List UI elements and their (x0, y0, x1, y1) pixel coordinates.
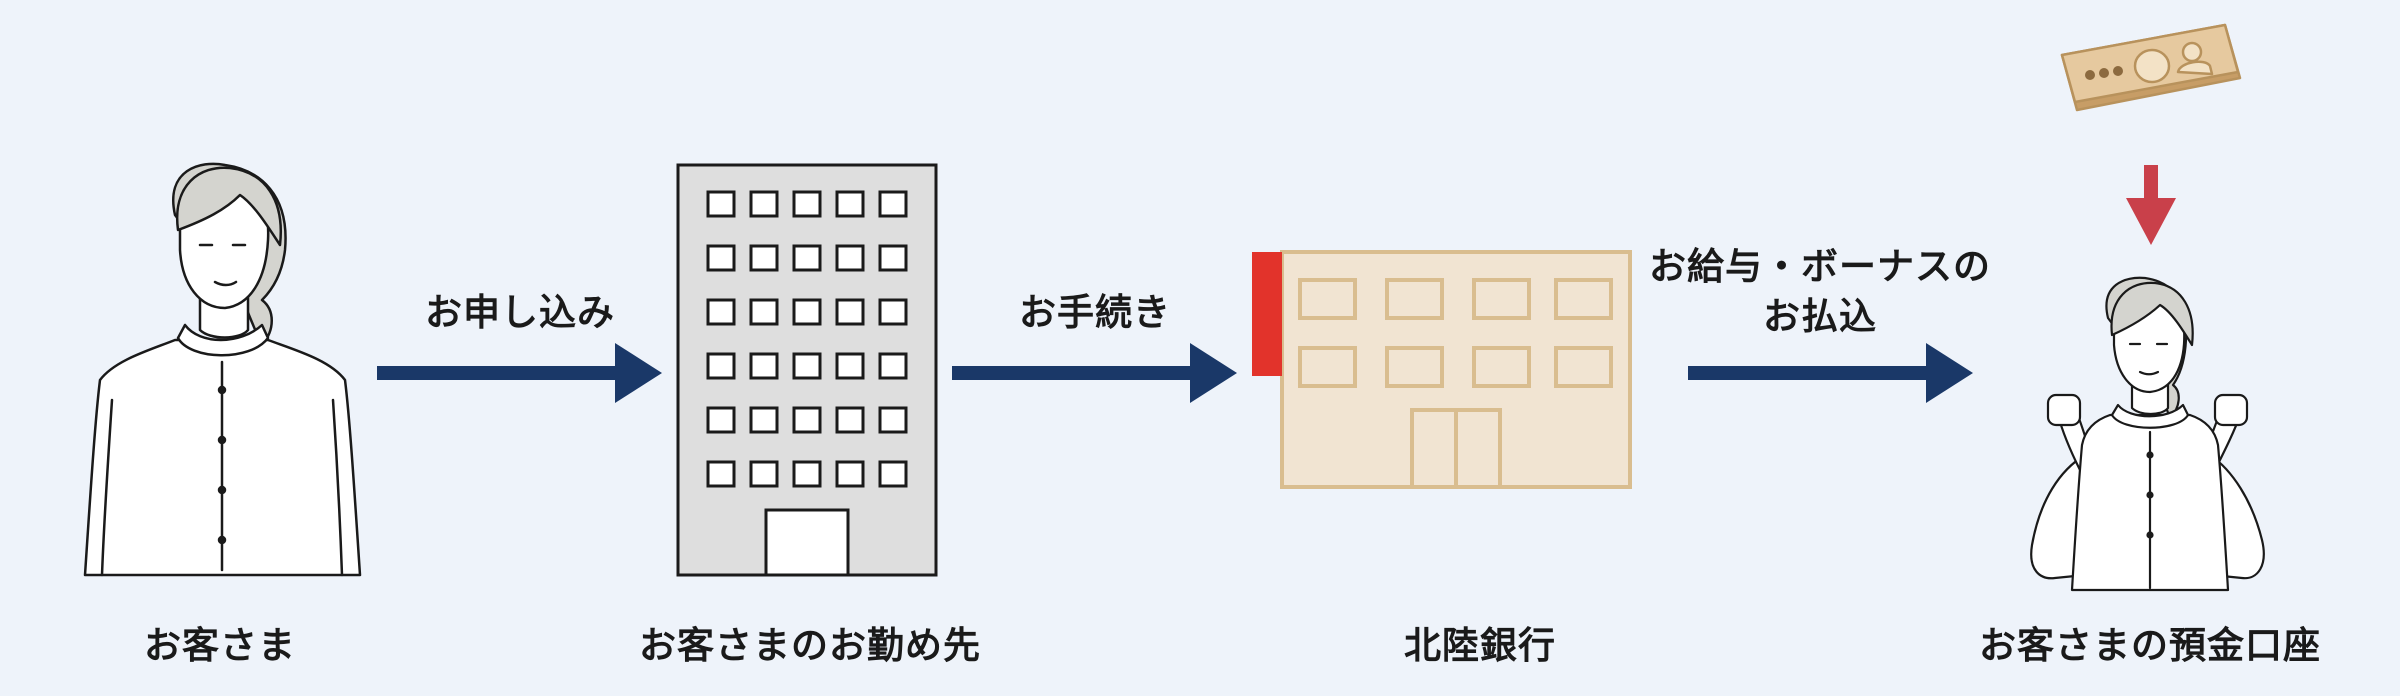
office-building-icon (676, 163, 938, 577)
bank-building-icon (1252, 250, 1632, 489)
node-label-customer: お客さま (144, 624, 296, 667)
arrow-label-procedure: お手続き (1019, 291, 1171, 334)
arrow-label-apply: お申し込み (425, 291, 615, 334)
woman-person-icon (83, 162, 362, 577)
flow-arrow-salary (1688, 343, 1973, 403)
node-label-account: お客さまの預金口座 (1979, 624, 2321, 667)
money-down-arrow (2126, 165, 2176, 245)
arrow-label-salary-line2: お払込 (1763, 295, 1877, 338)
flow-arrow-procedure (952, 343, 1237, 403)
cheering-woman-icon (2030, 276, 2265, 592)
node-label-bank: 北陸銀行 (1404, 624, 1556, 667)
flow-arrow-apply (377, 343, 662, 403)
node-label-employer: お客さまのお勤め先 (639, 624, 981, 667)
arrow-label-salary-line1: お給与・ボーナスの (1649, 245, 1991, 288)
banknote-bundle-icon (2060, 23, 2242, 112)
